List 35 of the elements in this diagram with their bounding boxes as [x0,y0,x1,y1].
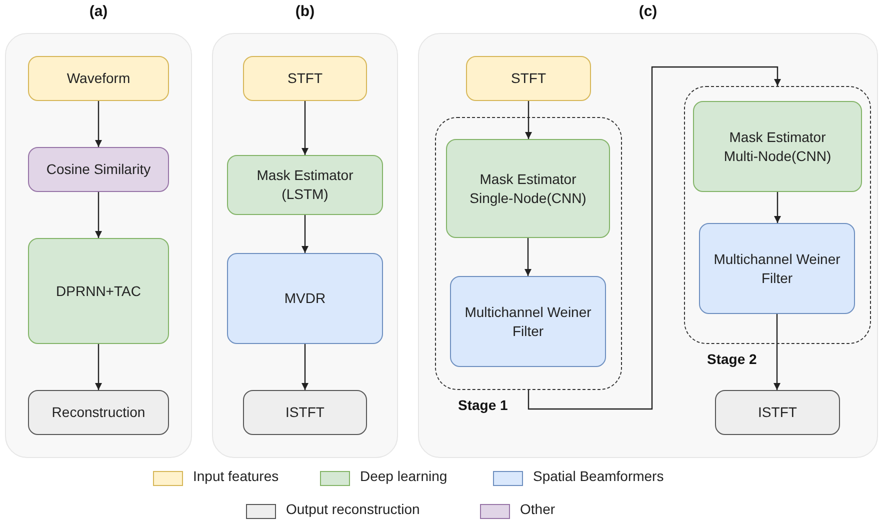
process-box: STFT [466,56,591,101]
legend-label: Input features [193,468,279,484]
arrow [774,314,780,390]
process-box: ISTFT [243,390,367,435]
process-box: Mask Estimator Multi-Node(CNN) [693,101,862,192]
process-box: Mask Estimator Single-Node(CNN) [446,139,610,238]
arrow [302,101,308,155]
legend-label: Deep learning [360,468,448,484]
process-box: Multichannel Weiner Filter [699,223,855,314]
legend-label: Output reconstruction [286,501,420,517]
arrow [302,215,308,253]
process-box: Multichannel Weiner Filter [450,276,606,367]
arrow [524,238,532,276]
panel-title: (b) [294,3,316,20]
process-box: Waveform [28,56,169,101]
process-box: Cosine Similarity [28,147,169,192]
panel-title: (c) [638,3,658,20]
process-box: ISTFT [715,390,840,435]
process-box: Mask Estimator (LSTM) [227,155,383,215]
legend-label: Spatial Beamformers [533,468,664,484]
arrow [528,66,781,410]
process-box: DPRNN+TAC [28,238,169,344]
group-label: Stage 2 [707,351,757,367]
legend-label: Other [520,501,556,517]
process-box: STFT [243,56,367,101]
process-box: MVDR [227,253,383,344]
arrow [95,101,102,147]
arrow [774,192,781,223]
panel-title: (a) [88,3,109,20]
arrow [95,344,102,390]
arrow [525,101,532,139]
arrow [95,192,102,238]
process-box: Reconstruction [28,390,169,435]
arrow [302,344,308,390]
group-label: Stage 1 [458,397,508,413]
